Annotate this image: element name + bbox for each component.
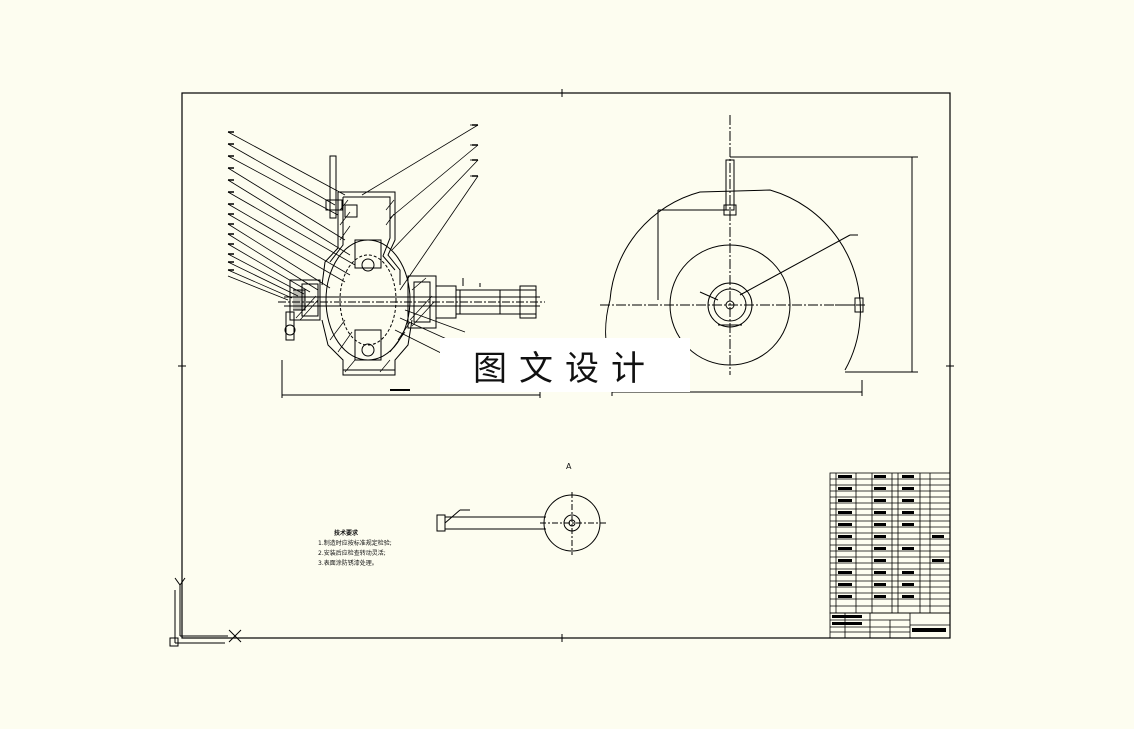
side-view bbox=[600, 115, 918, 396]
bom-table bbox=[829, 472, 951, 614]
title-block bbox=[829, 612, 951, 639]
tech-notes-title: 技术要求 bbox=[334, 530, 359, 537]
part-numbers-right bbox=[472, 124, 478, 177]
tech-note-item: 1.制造时应按标准规定检验; bbox=[318, 540, 392, 547]
ucs-icon bbox=[169, 577, 242, 647]
tech-note-item: 2.安装后应检查转动灵活; bbox=[318, 550, 386, 557]
watermark: 图文设计 bbox=[440, 338, 690, 392]
view-a-lever bbox=[436, 492, 606, 555]
tech-note-item: 3.表面涂防锈漆处理。 bbox=[318, 560, 378, 567]
bom-text-marks bbox=[832, 475, 946, 632]
part-numbers-left bbox=[228, 131, 234, 271]
technical-requirements: 技术要求 1.制造时应按标准规定检验; 2.安装后应检查转动灵活; 3.表面涂防… bbox=[318, 529, 438, 569]
watermark-text: 图文设计 bbox=[473, 348, 657, 389]
leader-lines-left bbox=[227, 131, 356, 301]
view-label: A bbox=[566, 462, 572, 471]
centering-marks bbox=[178, 89, 954, 642]
leader-lines-right bbox=[361, 124, 479, 361]
section-view bbox=[278, 155, 545, 398]
